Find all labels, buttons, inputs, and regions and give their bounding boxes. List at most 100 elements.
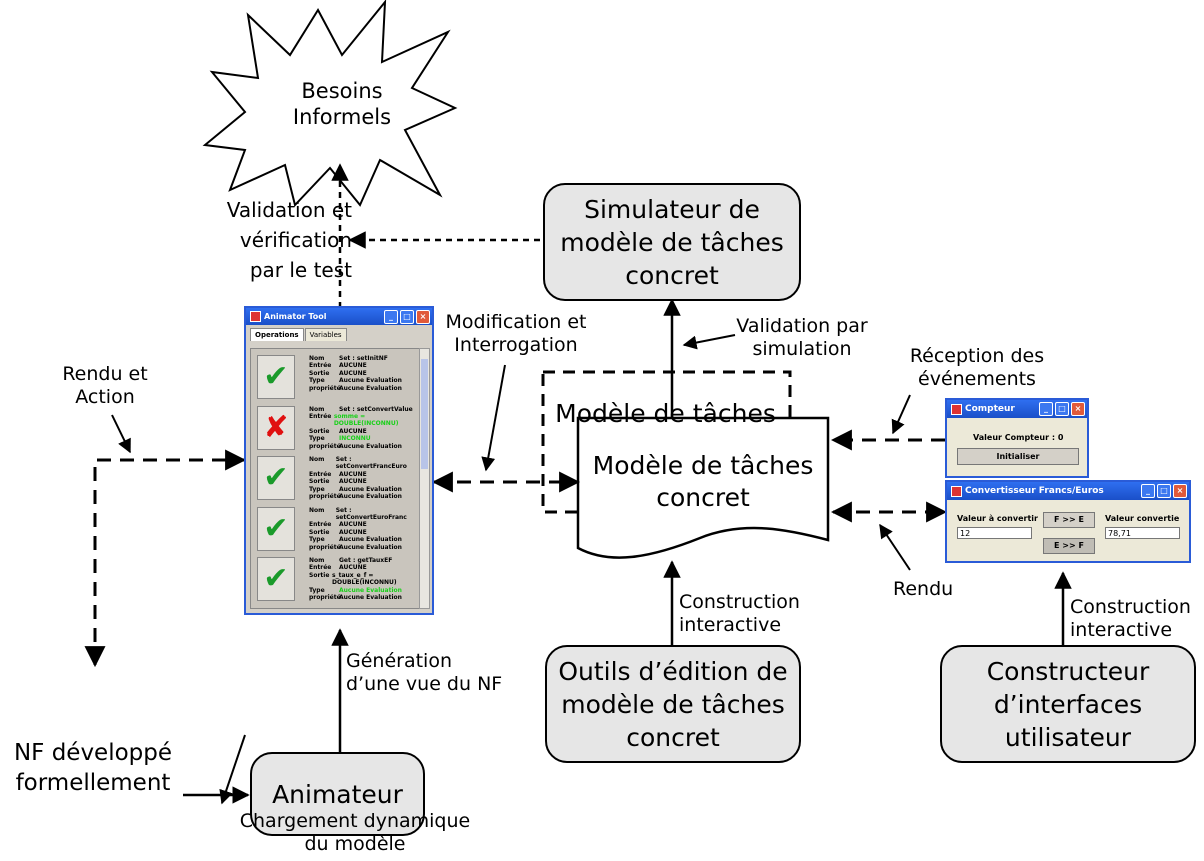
field-value: AUCUNE [339,564,367,572]
field-value: Aucune Evaluation [339,536,402,544]
besoins-label: Besoins Informels [292,79,392,129]
check-icon: ✔ [257,557,295,601]
field-value: Aucune Evaluation [339,442,402,450]
maximize-icon[interactable]: □ [1055,402,1069,416]
tab-variables[interactable]: Variables [304,328,347,341]
field-key: Entrée [309,521,332,529]
minimize-icon[interactable]: _ [1141,484,1155,498]
close-icon[interactable]: × [1173,484,1187,498]
field-key: Entrée [309,470,332,478]
animator-titlebar[interactable]: Animator Tool _ □ × [246,308,432,325]
field-value: Set : setConvertEuroFranc [335,506,407,521]
field-key: Type [309,536,325,544]
field-key: Sortie [309,369,330,377]
field-key: Nom [309,355,325,362]
outils-box: Outils d’édition de modèle de tâches con… [545,645,801,763]
valeur-convertie-label: Valeur convertie [1105,514,1180,523]
field-key: propriété [309,384,341,392]
field-key: Nom [309,557,325,564]
reception-label: Réception des événements [909,345,1045,390]
check-icon: ✔ [257,456,295,500]
animateur-box: Animateur [250,752,425,836]
field-value: Get : getTauxEF [339,557,393,564]
animateur-label: Animateur [272,779,403,809]
f-to-e-button[interactable]: F >> E [1043,512,1095,528]
scrollbar[interactable] [419,348,430,609]
valeur-convertie-input[interactable]: 78,71 [1105,527,1180,539]
field-value: Set : setInitNF [339,355,388,362]
compteur-titlebar[interactable]: Compteur _ □ × [947,400,1087,418]
field-key: Type [309,435,325,443]
field-value: s_taux_e_f = DOUBLE(INCONNU) [332,571,397,587]
field-key: Nom [309,608,339,609]
pointer-rendu [879,523,911,571]
field-value: AUCUNE [339,362,367,370]
field-key: Sortie [309,528,330,536]
nf-label: NF développé formellement [13,740,173,796]
pointer-validation-sim [682,334,736,350]
simulateur-box: Simulateur de modèle de tâches concret [543,183,801,301]
field-key: Type [309,586,325,594]
field-value: Aucune Evaluation [339,384,402,392]
field-value: Set : setConvertFrancEuro [335,456,407,471]
initialiser-button[interactable]: Initialiser [957,448,1079,465]
maximize-icon[interactable]: □ [400,310,414,324]
valeur-a-convertir-input[interactable]: 12 [957,527,1032,539]
minimize-icon[interactable]: _ [384,310,398,324]
constructeur-box: Constructeur d’interfaces utilisateur [940,645,1196,763]
field-key: Nom [309,506,325,514]
field-key: propriété [309,442,341,450]
field-value: AUCUNE [339,528,367,536]
field-value: AUCUNE [339,369,367,377]
constructeur-label: Constructeur d’interfaces utilisateur [986,656,1150,752]
e-to-f-button[interactable]: E >> F [1043,538,1095,554]
outils-label: Outils d’édition de modèle de tâches con… [558,656,788,752]
modele-taches-label: Modèle de tâches [555,399,776,428]
maximize-icon[interactable]: □ [1157,484,1171,498]
convertisseur-window: Convertisseur Francs/Euros _ □ × Valeur … [945,480,1191,563]
field-value: INCONNU [339,435,371,443]
field-key: Sortie [309,427,330,435]
field-value: Aucune Evaluation [339,485,402,493]
rendu-label: Rendu [893,578,954,600]
convertisseur-titlebar[interactable]: Convertisseur Francs/Euros _ □ × [947,482,1189,500]
app-icon [951,403,962,415]
scrollbar-thumb[interactable] [421,359,428,469]
close-icon[interactable]: × [416,310,430,324]
tab-operations[interactable]: Operations [250,328,304,341]
field-row: Nom Get : getTauxEF [309,557,415,564]
field-value: Aucune Evaluation [339,586,402,594]
field-value: Set : setConvertValue [339,405,413,413]
minimize-icon[interactable]: _ [1039,402,1053,416]
field-row: Sortie AUCUNE [309,370,402,377]
field-key: Sortie [309,478,330,486]
besoins-starburst [202,0,458,208]
field-value: Aucune Evaluation [339,543,402,551]
field-key: propriété [309,493,341,501]
pointer-reception [891,394,911,435]
close-icon[interactable]: × [1071,402,1085,416]
compteur-title: Compteur [965,404,1015,414]
field-key: Type [309,485,325,493]
